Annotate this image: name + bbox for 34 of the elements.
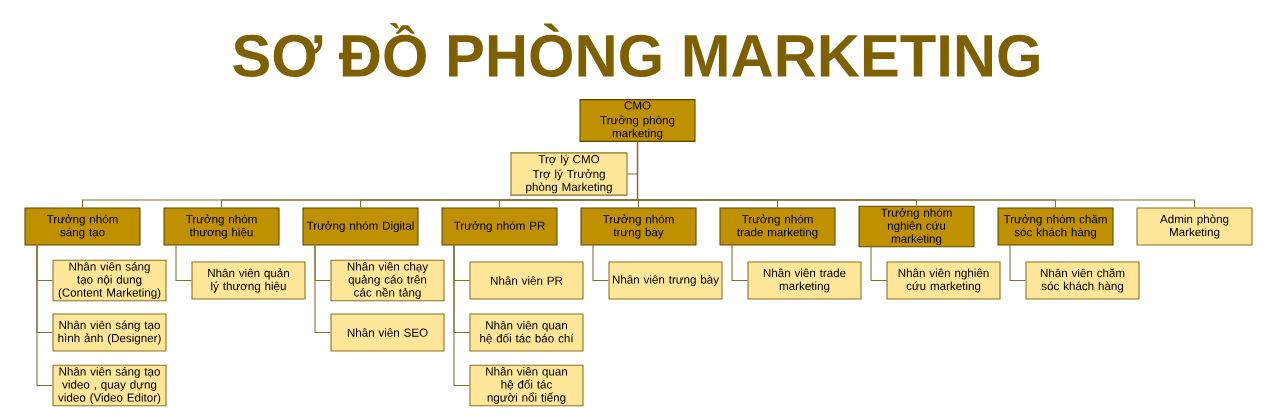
team-lead-box: Admin phòng Marketing	[1136, 207, 1253, 246]
team-lead-box: Trưởng nhóm trade marketing	[719, 207, 836, 246]
staff-box: Nhân viên trưng bày	[608, 261, 723, 300]
connector-line	[1009, 244, 1026, 282]
team-lead-box: Trưởng nhóm PR	[441, 207, 558, 246]
staff-box: Nhân viên SEO	[330, 313, 445, 352]
connector-line	[637, 141, 1196, 208]
staff-box: Nhân viên quản lý thương hiệu	[191, 261, 306, 300]
team-lead-box: Trưởng nhóm sáng tạo	[24, 207, 141, 246]
staff-box: Nhân viên chăm sóc khách hàng	[1025, 261, 1140, 300]
staff-box: Nhân viên PR	[469, 261, 584, 300]
connector-line	[36, 244, 53, 387]
connector-line	[314, 244, 331, 334]
title: SƠ ĐỒ PHÒNG MARKETING	[233, 22, 1039, 78]
connector-line	[870, 244, 887, 282]
team-lead-box: Trưởng nhóm Digital	[302, 207, 419, 246]
team-lead-box: Trưởng nhóm chăm sóc khách hàng	[997, 207, 1114, 246]
team-lead-box: Trưởng nhóm trưng bày	[580, 207, 697, 246]
manager-box: CMO Trưởng phòng marketing	[579, 99, 696, 142]
staff-box: Nhân viên chạy quảng cáo trên các nền tảng	[330, 259, 445, 302]
staff-box: Nhân viên quan hệ đối tác báo chí	[469, 313, 584, 352]
connector-line	[592, 244, 609, 282]
staff-box: Nhân viên sáng tạo video , quay dựng video (Video Editor)	[52, 364, 167, 407]
staff-box: Nhân viên nghiên cứu marketing	[886, 261, 1001, 300]
assistant-box: Trợ lý CMO Trợ lý Trưởng phòng Marketing	[510, 152, 628, 196]
staff-box: Nhân viên sáng tạo nội dung (Content Marketing)	[52, 259, 167, 302]
staff-box: Nhân viên trade marketing	[747, 261, 862, 300]
team-lead-box: Trưởng nhóm nghiên cứu marketing	[858, 205, 975, 248]
connector-line	[731, 244, 748, 282]
staff-box: Nhân viên sáng tạo hình ảnh (Designer)	[52, 313, 167, 352]
team-lead-box: Trưởng nhóm thương hiệu	[163, 207, 280, 246]
connector-line	[175, 244, 192, 282]
staff-box: Nhân viên quan hệ đối tác người nổi tiếng	[469, 364, 584, 407]
connector-line	[453, 244, 470, 387]
